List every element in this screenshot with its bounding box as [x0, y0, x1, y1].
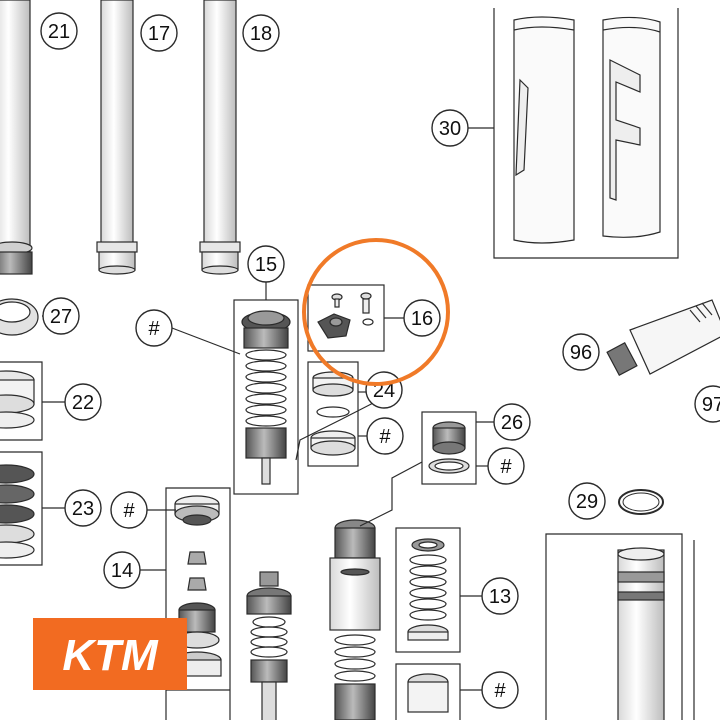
callout-hash-13[interactable]: # [481, 671, 519, 709]
callout-18[interactable]: 18 [242, 14, 280, 52]
callout-22[interactable]: 22 [64, 383, 102, 421]
part-16-box [307, 284, 385, 352]
callout-18-label: 18 [250, 23, 272, 45]
callout-hash-26-label: # [500, 456, 512, 478]
callout-23-label: 23 [72, 498, 94, 520]
part-damper [329, 519, 381, 721]
callout-26-label: 26 [501, 412, 523, 434]
callout-97[interactable]: 97 [694, 385, 720, 423]
callout-21-label: 21 [48, 21, 70, 43]
part-29-o-ring [618, 489, 664, 515]
callout-hash-26[interactable]: # [487, 447, 525, 485]
callout-16[interactable]: 16 [403, 299, 441, 337]
callout-29-label: 29 [576, 491, 598, 513]
part-bottom-box [395, 663, 461, 720]
part-cartridge [246, 571, 292, 723]
callout-hash-24[interactable]: # [366, 417, 404, 455]
part-21-outer-tube [0, 0, 33, 275]
callout-21[interactable]: 21 [40, 12, 78, 50]
callout-13-label: 13 [489, 586, 511, 608]
part-22-box [0, 361, 43, 441]
callout-30[interactable]: 30 [431, 109, 469, 147]
callout-27[interactable]: 27 [42, 297, 80, 335]
part-26-box [421, 411, 477, 485]
callout-29[interactable]: 29 [568, 482, 606, 520]
part-18-tube [199, 0, 241, 275]
callout-hash-front[interactable]: # [135, 309, 173, 347]
callout-13[interactable]: 13 [481, 577, 519, 615]
part-23-box [0, 451, 43, 566]
callout-hash-14[interactable]: # [110, 491, 148, 529]
part-13-box [395, 527, 461, 653]
callout-17[interactable]: 17 [140, 14, 178, 52]
callout-16-label: 16 [411, 308, 433, 330]
callout-14[interactable]: 14 [103, 551, 141, 589]
callout-23[interactable]: 23 [64, 489, 102, 527]
part-27-ring [0, 298, 39, 336]
part-96-grease-tube [606, 299, 720, 376]
part-24-box [307, 361, 359, 467]
callout-97-label: 97 [702, 394, 720, 416]
callout-27-label: 27 [50, 306, 72, 328]
callout-96-label: 96 [570, 342, 592, 364]
callout-30-label: 30 [439, 118, 461, 140]
part-17-tube [96, 0, 138, 275]
callout-15-label: 15 [255, 254, 277, 276]
callout-hash-front-label: # [148, 318, 160, 340]
callouts: 21 17 18 30 15 16 27 96 97 24 22 26 23 2… [40, 12, 720, 709]
ktm-logo-text: KTM [62, 631, 159, 680]
callout-14-label: 14 [111, 560, 133, 582]
callout-hash-13-label: # [494, 680, 506, 702]
callout-22-label: 22 [72, 392, 94, 414]
callout-96[interactable]: 96 [562, 333, 600, 371]
callout-26[interactable]: 26 [493, 403, 531, 441]
part-inner-tube-box [545, 533, 695, 725]
part-15-box [233, 282, 299, 495]
callout-15[interactable]: 15 [247, 245, 285, 283]
callout-17-label: 17 [148, 23, 170, 45]
ktm-logo: KTM [33, 618, 187, 690]
part-30-fork-guards [493, 8, 679, 259]
callout-hash-14-label: # [123, 500, 135, 522]
callout-hash-24-label: # [379, 426, 391, 448]
highlight-circle-icon [302, 238, 450, 386]
callout-24[interactable]: 24 [365, 371, 403, 409]
